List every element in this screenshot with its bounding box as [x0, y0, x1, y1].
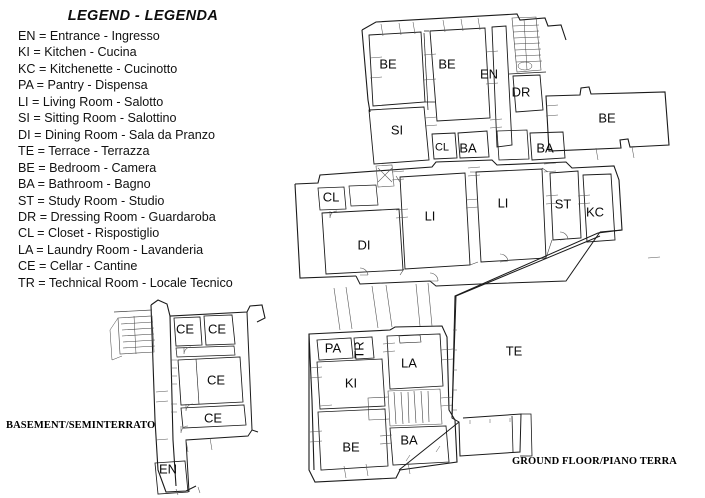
- room-label-en: EN: [479, 66, 499, 82]
- room-label-li: LI: [424, 208, 436, 224]
- room-label-ce: CE: [175, 321, 195, 337]
- room-label-st: ST: [554, 196, 572, 212]
- room-label-la: LA: [401, 355, 417, 371]
- legend-title: LEGEND - LEGENDA: [67, 8, 219, 24]
- room-label-cl: CL: [434, 141, 450, 154]
- legend-entry: LA = Laundry Room - Lavanderia: [18, 242, 204, 257]
- gf-south-wall-ticks: [309, 342, 454, 479]
- legend-entry: DI = Dining Room - Sala da Pranzo: [18, 127, 216, 142]
- ground-floor-caption: GROUND FLOOR/PIANO TERRA: [512, 456, 677, 467]
- room-label-dr: DR: [511, 84, 531, 100]
- legend-list: EN = Entrance - Ingresso KI = Kitchen - C…: [18, 28, 268, 291]
- legend-entry: EN = Entrance - Ingresso: [18, 29, 160, 43]
- gf-living-room-right: [475, 168, 547, 263]
- room-label-ce: CE: [207, 321, 227, 337]
- gf-upper-staircase: [511, 16, 543, 73]
- legend-entry: BE = Bedroom - Camera: [18, 160, 157, 175]
- room-label-li: LI: [497, 195, 509, 211]
- legend-entry: CL = Closet - Rispostiglio: [18, 226, 160, 241]
- legend-entry: KI = Kitchen - Cucina: [18, 45, 137, 60]
- room-label-be: BE: [342, 439, 360, 455]
- gf-south-connectors: [333, 282, 433, 331]
- gf-terrace-wall-hatch: [405, 329, 511, 462]
- room-label-te: TE: [505, 343, 523, 359]
- legend-entry: BA = Bathroom - Bagno: [18, 177, 151, 192]
- basement-caption: BASEMENT/SEMINTERRATO: [6, 420, 156, 431]
- legend-entry: ST = Study Room - Studio: [18, 193, 165, 208]
- room-label-kc: KC: [585, 204, 605, 220]
- room-label-ba: BA: [536, 140, 554, 156]
- bs-staircase: [109, 309, 156, 361]
- room-label-si: SI: [390, 122, 404, 138]
- room-label-be: BE: [438, 56, 456, 72]
- room-label-ba: BA: [400, 432, 418, 448]
- room-label-en: EN: [158, 461, 178, 477]
- gf-passage-detail: [375, 164, 395, 188]
- bs-east-wall: [185, 311, 259, 493]
- legend-entry: KC = Kitchenette - Cucinotto: [18, 61, 178, 76]
- gf-south-staircase: [367, 388, 443, 427]
- legend-entry: TE = Terrace - Terrazza: [18, 144, 150, 159]
- room-label-ce: CE: [206, 372, 226, 388]
- room-label-ki: KI: [344, 375, 358, 391]
- gf-north-wall-details: [369, 17, 635, 161]
- legend-entry: LI = Living Room - Salotto: [18, 94, 164, 109]
- room-label-di: DI: [357, 237, 371, 253]
- legend-entry: SI = Sitting Room - Salottino: [18, 111, 177, 126]
- legend-entry: DR = Dressing Room - Guardaroba: [18, 209, 216, 224]
- room-label-ba: BA: [459, 140, 477, 156]
- room-label-be: BE: [379, 56, 397, 72]
- room-label-ce: CE: [203, 410, 223, 426]
- legend-entry: TR = Technical Room - Locale Tecnico: [18, 275, 233, 290]
- bs-door-swings: [180, 346, 194, 434]
- legend-entry: PA = Pantry - Dispensa: [18, 78, 148, 93]
- legend-panel: LEGEND - LEGENDA EN = Entrance - Ingress…: [18, 8, 268, 291]
- room-label-be: BE: [598, 110, 616, 126]
- gf-mid-connector: [395, 167, 553, 276]
- room-label-cl: CL: [322, 189, 340, 205]
- room-label-pa: PA: [324, 340, 342, 356]
- legend-entry: CE = Cellar - Cantine: [18, 259, 138, 274]
- gf-south-bathroom: [389, 425, 450, 466]
- room-label-tr: TR: [351, 341, 367, 359]
- gf-main-band-outline: [294, 159, 623, 287]
